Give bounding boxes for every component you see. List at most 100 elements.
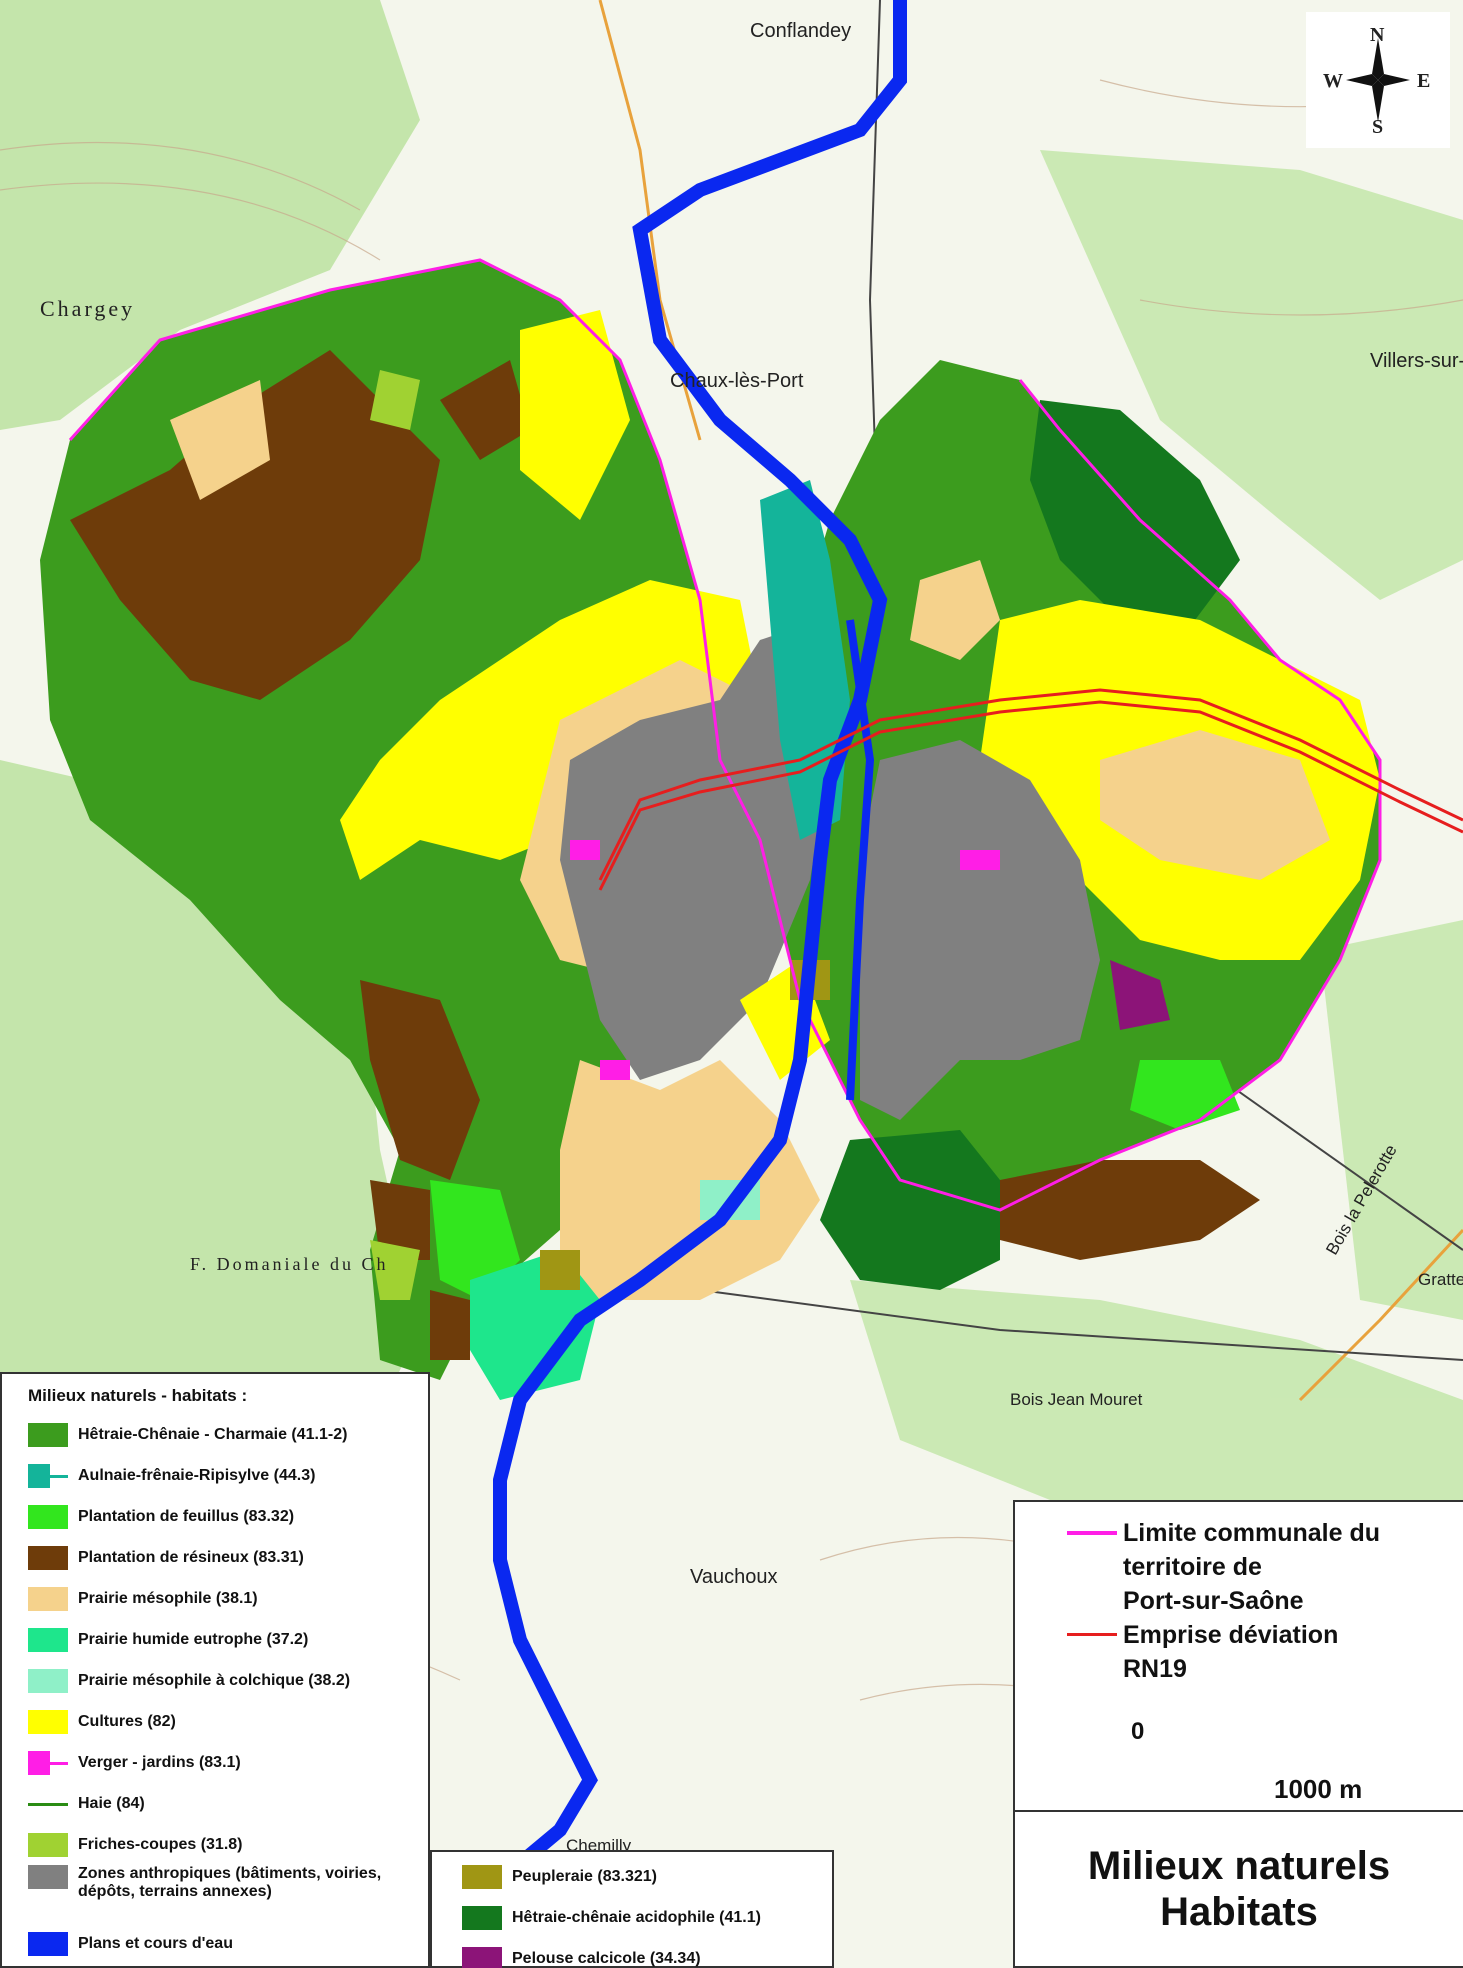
legend-list: Hêtraie-Chênaie - Charmaie (41.1-2) Aulna… xyxy=(28,1414,428,1964)
legend-swatch xyxy=(462,1864,502,1889)
legend-item: Plantation de feuillus (83.32) xyxy=(28,1496,428,1537)
legend-swatch xyxy=(28,1545,68,1570)
legend-label: Hêtraie-chênaie acidophile (41.1) xyxy=(512,1908,761,1926)
river-channel-east xyxy=(846,619,875,1101)
habitat-peupleraie-2 xyxy=(540,1250,580,1290)
legend-commune-limit: Limite communale du territoire de Port-s… xyxy=(1067,1516,1463,1618)
legend-label-cont: dépôts, terrains annexes) xyxy=(78,1883,272,1900)
rn19-line1: Emprise déviation xyxy=(1123,1621,1339,1649)
legend-item: Aulnaie-frênaie-Ripisylve (44.3) xyxy=(28,1455,428,1496)
legend-item: Verger - jardins (83.1) xyxy=(28,1742,428,1783)
legend-label: Peupleraie (83.321) xyxy=(512,1867,657,1885)
legend-item: Zones anthropiques (bâtiments, voiries,d… xyxy=(28,1865,428,1923)
rn19-swatch xyxy=(1067,1618,1117,1652)
habitat-cultures-n xyxy=(520,310,630,520)
legend-item: Pelouse calcicole (34.34) xyxy=(462,1938,832,1968)
compass-east: E xyxy=(1417,70,1431,92)
habitat-prairie-south xyxy=(560,1060,820,1300)
legend-label: Prairie mésophile à colchique (38.2) xyxy=(78,1671,351,1689)
legend-item: Prairie mésophile à colchique (38.2) xyxy=(28,1660,428,1701)
rn19-line2: RN19 xyxy=(1123,1655,1187,1683)
commune-limit-line2: territoire de xyxy=(1123,1553,1262,1581)
place-villers: Villers-sur- xyxy=(1370,350,1463,372)
place-chargey: Chargey xyxy=(40,296,136,321)
legend-swatch xyxy=(28,1422,68,1447)
legend-label: Verger - jardins (83.1) xyxy=(78,1753,241,1771)
legend-label: Prairie humide eutrophe (37.2) xyxy=(78,1630,309,1648)
habitat-acidophile-ne xyxy=(1030,400,1240,640)
legend-item: Prairie mésophile (38.1) xyxy=(28,1578,428,1619)
scale-zero: 0 xyxy=(1131,1718,1145,1745)
habitat-resineux-sw xyxy=(360,980,480,1180)
legend-habitats: Milieux naturels - habitats : Hêtraie-Ch… xyxy=(0,1372,430,1968)
place-grattery: Grattery xyxy=(1418,1270,1463,1289)
legend-label: Pelouse calcicole (34.34) xyxy=(512,1949,701,1967)
habitat-verger-2 xyxy=(960,850,1000,870)
habitat-aulnaie-river xyxy=(760,480,850,840)
legend-item: Hêtraie-chênaie acidophile (41.1) xyxy=(462,1897,832,1938)
habitat-pelouse-e xyxy=(1110,960,1170,1030)
legend-label: Aulnaie-frênaie-Ripisylve (44.3) xyxy=(78,1466,316,1484)
habitat-anthropique-west xyxy=(560,620,830,1080)
legend-swatch xyxy=(28,1832,68,1857)
legend-label: Haie (84) xyxy=(78,1794,145,1812)
title-box: Milieux naturels Habitats xyxy=(1013,1810,1463,1968)
compass-west: W xyxy=(1323,70,1343,92)
map-title-line2: Habitats xyxy=(1160,1890,1318,1934)
place-domaniale: F. Domaniale du Ch xyxy=(190,1254,389,1274)
habitat-resineux-s xyxy=(430,1290,470,1360)
compass-south: S xyxy=(1372,116,1384,138)
legend-item: Prairie humide eutrophe (37.2) xyxy=(28,1619,428,1660)
legend-label: Cultures (82) xyxy=(78,1712,176,1730)
habitat-resineux-1 xyxy=(70,350,440,700)
commune-limit-line3: Port-sur-Saône xyxy=(1123,1587,1304,1615)
legend-swatch xyxy=(462,1946,502,1968)
legend-swatch xyxy=(28,1586,68,1611)
habitat-acidophile-se xyxy=(820,1130,1000,1290)
river-saone xyxy=(473,0,907,1968)
habitat-resineux-se xyxy=(1000,1160,1260,1260)
place-bois-mouret: Bois Jean Mouret xyxy=(1010,1390,1143,1409)
legend-title: Milieux naturels - habitats : xyxy=(28,1386,248,1405)
legend-swatch xyxy=(28,1627,68,1652)
rn19-deviation xyxy=(598,688,1463,891)
place-chaux: Chaux-lès-Port xyxy=(670,370,804,392)
habitat-feuillus-sw xyxy=(430,1180,520,1300)
legend-label: Plans et cours d'eau xyxy=(78,1934,233,1952)
habitat-polygons xyxy=(40,260,1380,1400)
habitat-verger-3 xyxy=(600,1060,630,1080)
habitat-cultures-west xyxy=(340,580,760,880)
legend-swatch xyxy=(28,1709,68,1734)
scale-label: 1000 m xyxy=(1274,1774,1363,1804)
compass-rose xyxy=(1306,12,1450,148)
place-vauchoux: Vauchoux xyxy=(690,1566,778,1588)
place-conflandey: Conflandey xyxy=(750,20,852,42)
legend-item: Cultures (82) xyxy=(28,1701,428,1742)
compass-north: N xyxy=(1370,24,1385,46)
legend-swatch xyxy=(28,1792,68,1816)
legend-rn19: Emprise déviation RN19 xyxy=(1067,1618,1463,1686)
habitat-prairie-east xyxy=(1100,730,1330,880)
legend-swatch xyxy=(28,1865,68,1889)
habitat-resineux-sw2 xyxy=(370,1180,430,1260)
legend-label: Hêtraie-Chênaie - Charmaie (41.1-2) xyxy=(78,1425,348,1443)
map-title-line1: Milieux naturels xyxy=(1087,1844,1391,1888)
legend-swatch xyxy=(28,1504,68,1529)
legend-limits: Limite communale du territoire de Port-s… xyxy=(1013,1500,1463,1812)
habitat-anthropique-east xyxy=(860,740,1100,1120)
legend-item: Haie (84) xyxy=(28,1783,428,1824)
legend-label: Plantation de feuillus (83.32) xyxy=(78,1507,295,1525)
commune-limit-line xyxy=(68,258,1382,1212)
legend-swatch xyxy=(28,1668,68,1693)
legend-label: Plantation de résineux (83.31) xyxy=(78,1548,304,1566)
legend-item: Friches-coupes (31.8) xyxy=(28,1824,428,1865)
habitat-friche-sw xyxy=(370,1240,420,1300)
legend-label: Prairie mésophile (38.1) xyxy=(78,1589,258,1607)
habitat-prairie-ne xyxy=(910,560,1000,660)
legend-swatch xyxy=(462,1905,502,1930)
legend-item: Peupleraie (83.321) xyxy=(462,1856,832,1897)
commune-limit-line1: Limite communale du xyxy=(1123,1519,1380,1547)
legend-item: Plantation de résineux (83.31) xyxy=(28,1537,428,1578)
legend-item: Hêtraie-Chênaie - Charmaie (41.1-2) xyxy=(28,1414,428,1455)
